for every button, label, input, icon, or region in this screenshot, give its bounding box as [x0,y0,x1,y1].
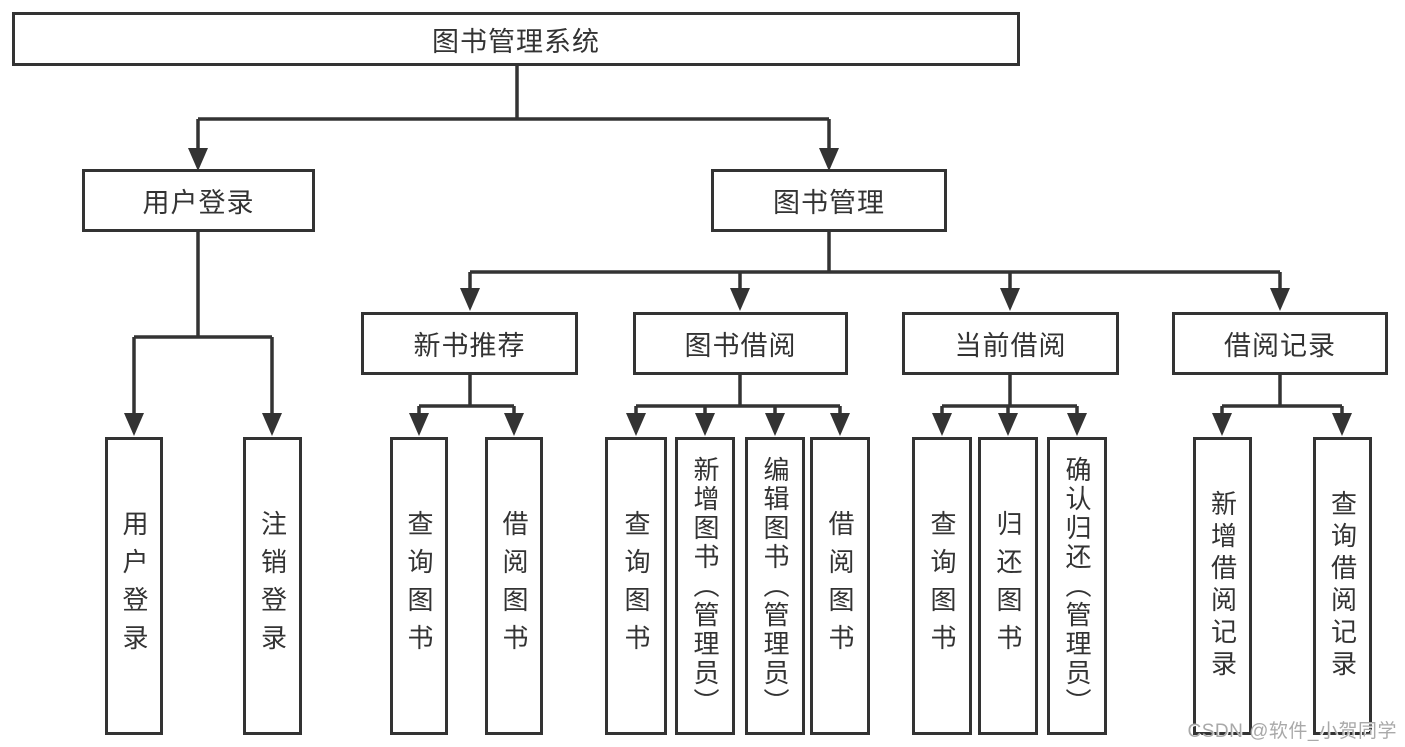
leaf-add-borrow-record-label: 新增借阅记录 [1207,490,1238,682]
leaf-logout: 注销登录 [243,437,302,735]
leaf-query-books-borrow: 查询图书 [605,437,667,735]
leaf-query-borrow-record: 查询借阅记录 [1313,437,1372,735]
leaf-return-book: 归还图书 [978,437,1038,735]
leaf-add-borrow-record: 新增借阅记录 [1193,437,1252,735]
leaf-query-books-recommend-label: 查询图书 [404,510,434,662]
node-root: 图书管理系统 [12,12,1020,66]
node-book-borrow: 图书借阅 [633,312,848,375]
leaf-borrow-books-label: 借阅图书 [825,510,855,662]
leaf-query-books-current: 查询图书 [912,437,972,735]
node-book-management: 图书管理 [711,169,947,232]
leaf-add-book-admin-label: 新增图书（管理员） [690,455,720,717]
leaf-borrow-books: 借阅图书 [810,437,870,735]
leaf-user-login-label: 用户登录 [119,510,149,662]
leaf-return-book-label: 归还图书 [993,510,1023,662]
leaf-query-books-recommend: 查询图书 [390,437,448,735]
csdn-watermark: CSDN @软件_小贺同学 [1187,721,1397,742]
leaf-logout-label: 注销登录 [257,510,288,662]
leaf-borrow-books-recommend-label: 借阅图书 [499,510,529,662]
leaf-query-books-current-label: 查询图书 [927,510,957,662]
node-user-login: 用户登录 [82,169,315,232]
leaf-query-borrow-record-label: 查询借阅记录 [1327,490,1358,682]
leaf-add-book-admin: 新增图书（管理员） [675,437,735,735]
leaf-user-login: 用户登录 [105,437,163,735]
leaf-edit-book-admin-label: 编辑图书（管理员） [760,455,790,717]
node-current-borrow: 当前借阅 [902,312,1119,375]
leaf-query-books-borrow-label: 查询图书 [621,510,651,662]
node-new-book-recommend: 新书推荐 [361,312,578,375]
leaf-confirm-return-admin: 确认归还（管理员） [1047,437,1107,735]
node-borrow-records: 借阅记录 [1172,312,1388,375]
leaf-edit-book-admin: 编辑图书（管理员） [745,437,805,735]
leaf-borrow-books-recommend: 借阅图书 [485,437,543,735]
leaf-confirm-return-admin-label: 确认归还（管理员） [1062,455,1092,717]
